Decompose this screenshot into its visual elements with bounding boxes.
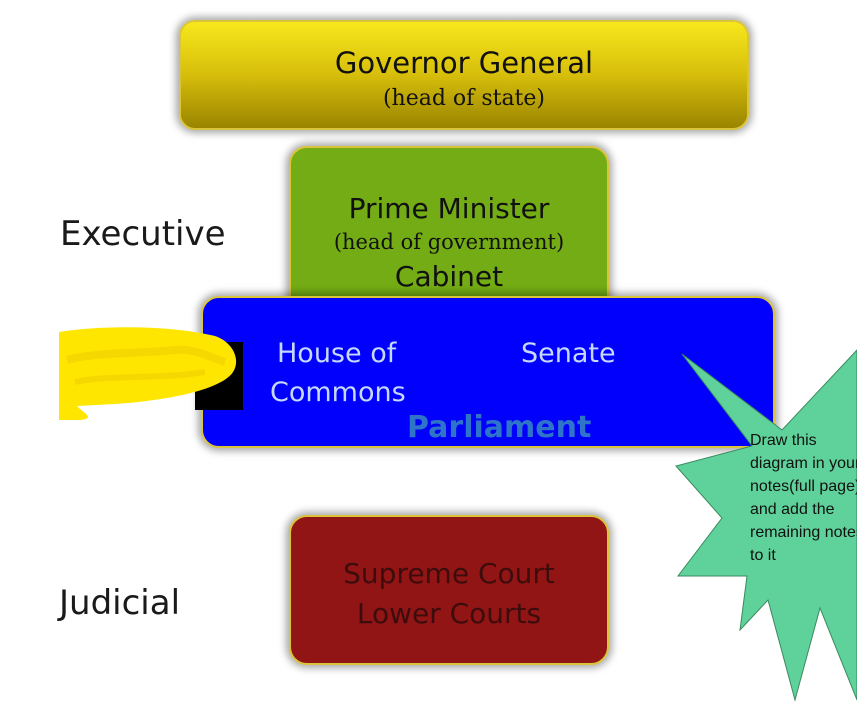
note-text: Draw this diagram in your notes(full pag… (750, 429, 857, 567)
governor-general-box: Governor General (head of state) (179, 20, 749, 130)
note-line: remaining notes (750, 524, 857, 541)
lower-courts-label: Lower Courts (356, 597, 542, 630)
redaction-scribble (59, 327, 243, 420)
parliament-label: Parliament (407, 410, 592, 445)
cabinet-label: Cabinet (394, 260, 504, 293)
prime-minister-box: Prime Minister (head of government) Cabi… (289, 146, 609, 314)
governor-general-subtitle: (head of state) (382, 86, 546, 111)
governor-general-title: Governor General (334, 46, 594, 80)
house-of-commons-line1: House of (277, 338, 397, 369)
prime-minister-subtitle: (head of government) (333, 230, 565, 254)
supreme-court-label: Supreme Court (343, 557, 555, 590)
parliament-box: House of Commons Senate Parliament (201, 296, 775, 448)
courts-box: Supreme Court Lower Courts (289, 515, 609, 665)
executive-label: Executive (60, 214, 226, 254)
note-starburst (675, 349, 857, 702)
note-line: and add the (750, 501, 835, 518)
prime-minister-title: Prime Minister (348, 192, 550, 225)
judicial-label: Judicial (59, 583, 181, 623)
note-line: diagram in your (750, 455, 857, 472)
note-line: to it (750, 547, 776, 564)
note-line: Draw this (750, 432, 817, 449)
senate-label: Senate (521, 338, 616, 369)
note-line: notes(full page) (750, 478, 857, 495)
house-of-commons-line2: Commons (270, 377, 406, 408)
